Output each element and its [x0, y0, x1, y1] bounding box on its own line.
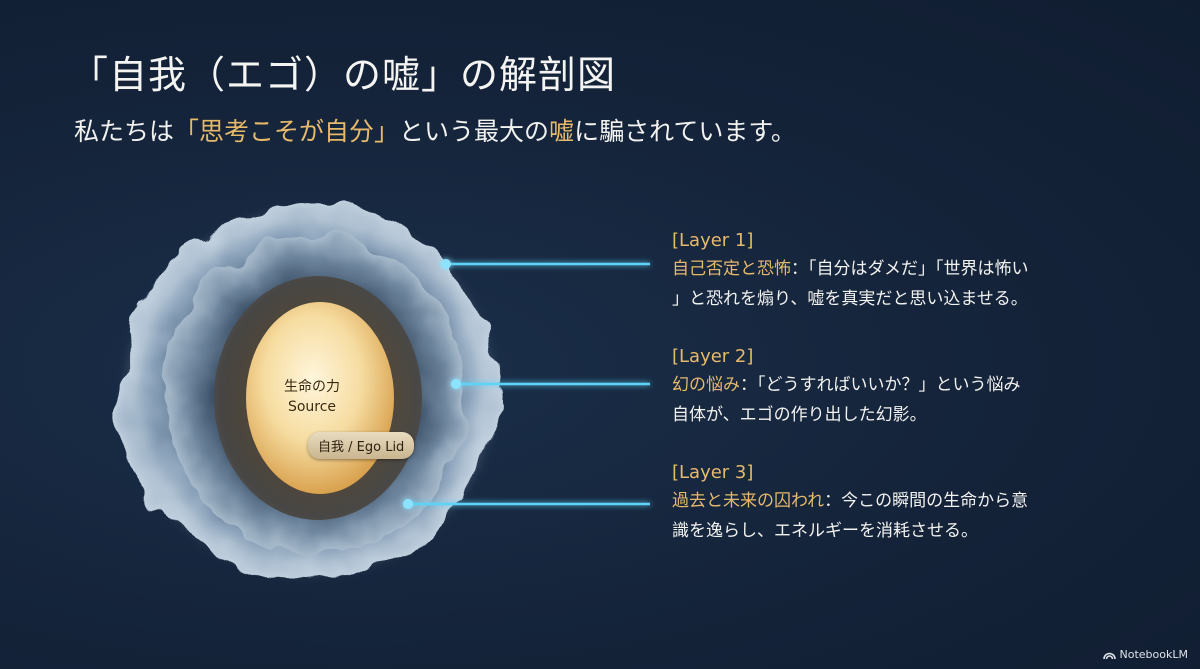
- subtitle-part-3: に騙されています。: [574, 117, 796, 146]
- layer-2-line1: ：「どうすればいいか？」という悩み: [740, 375, 1021, 395]
- core-label-life-force: 生命の力: [284, 379, 340, 395]
- layer-1-line2: 」と恐れを煽り、嘘を真実だと思い込ませる。: [672, 289, 1028, 309]
- layer-2-connector: [451, 379, 650, 389]
- layer-1-description: [Layer 1] 自己否定と恐怖：「自分はダメだ」「世界は怖い」と恐れを煽り、…: [672, 228, 1172, 314]
- layer-2-line2: 自体が、エゴの作り出した幻影。: [672, 405, 927, 425]
- slide-title: 「自我（エゴ）の嘘」の解剖図: [70, 53, 617, 97]
- slide-subtitle: 私たちは「思考こそが自分」という最大の嘘に騙されています。: [74, 112, 796, 148]
- core-label-source: Source: [287, 399, 337, 415]
- layer-2-tag: [Layer 2]: [672, 346, 754, 367]
- layer-3-key: 過去と未来の囚われ: [672, 491, 825, 511]
- notebooklm-logo-icon: [1102, 652, 1116, 659]
- layer-1-line1: ：「自分はダメだ」「世界は怖い: [791, 259, 1029, 279]
- layer-1-key: 自己否定と恐怖: [672, 259, 791, 279]
- layer-1-text: 自己否定と恐怖：「自分はダメだ」「世界は怖い」と恐れを煽り、嘘を真実だと思い込ま…: [672, 254, 1172, 314]
- layer-1-tag: [Layer 1]: [672, 230, 754, 251]
- layer-2-description: [Layer 2] 幻の悩み：「どうすればいいか？」という悩み自体が、エゴの作り…: [672, 344, 1172, 430]
- ego-lid-label: 自我 / Ego Lid: [308, 432, 415, 459]
- layer-3-connector: [403, 499, 650, 509]
- subtitle-highlight-thought: 「思考こそが自分」: [174, 117, 400, 146]
- subtitle-highlight-lie: 嘘: [549, 117, 575, 146]
- layer-3-line2: 識を逸らし、エネルギーを消耗させる。: [672, 521, 978, 541]
- layer-2-key: 幻の悩み: [672, 375, 740, 395]
- layer-1-connector: [441, 259, 650, 269]
- layer-3-description: [Layer 3] 過去と未来の囚われ：今この瞬間の生命から意識を逸らし、エネル…: [672, 460, 1172, 546]
- subtitle-part-1: 私たちは: [74, 117, 175, 146]
- subtitle-part-2: という最大の: [399, 117, 550, 146]
- notebooklm-branding: NotebookLM: [1102, 648, 1188, 661]
- layer-3-tag: [Layer 3]: [672, 462, 754, 483]
- layer-2-text: 幻の悩み：「どうすればいいか？」という悩み自体が、エゴの作り出した幻影。: [672, 370, 1172, 430]
- layer-3-text: 過去と未来の囚われ：今この瞬間の生命から意識を逸らし、エネルギーを消耗させる。: [672, 486, 1172, 546]
- layer-3-line1: ：今この瞬間の生命から意: [824, 491, 1029, 511]
- brand-name: NotebookLM: [1119, 648, 1188, 661]
